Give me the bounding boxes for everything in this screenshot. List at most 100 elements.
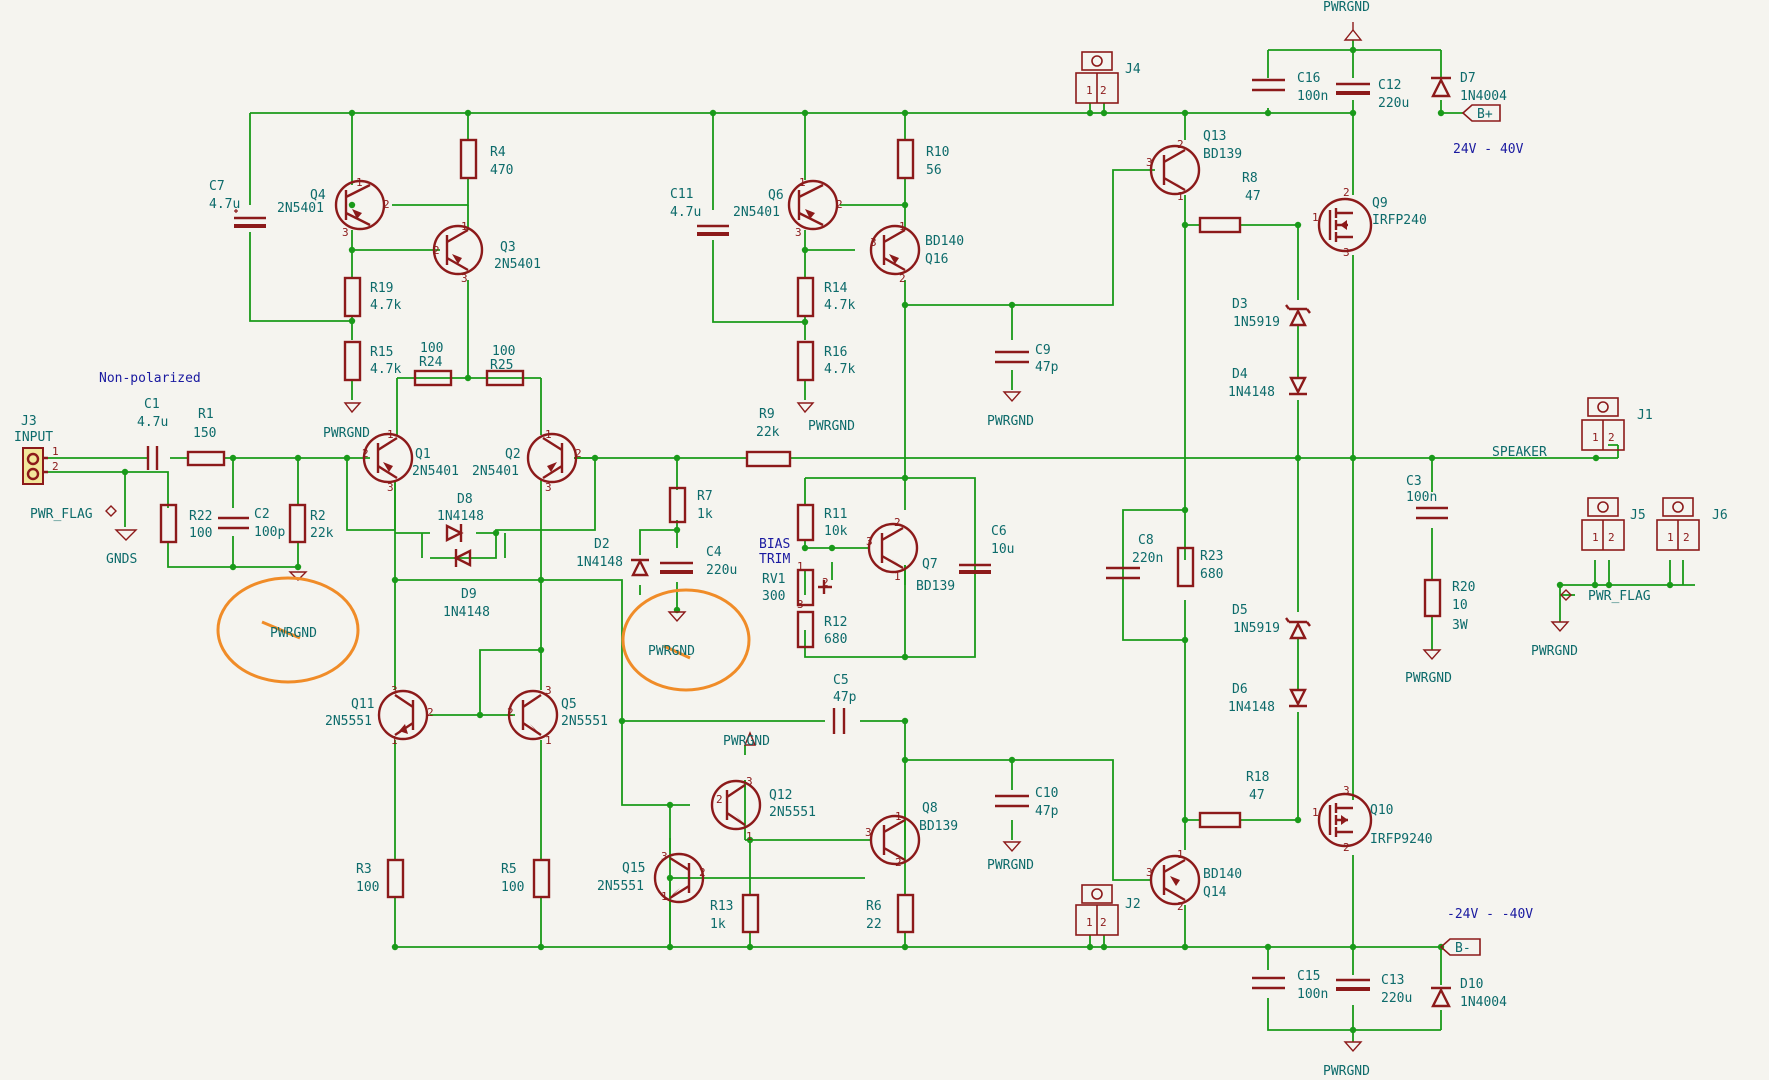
- junction-dots: [121, 46, 1674, 1034]
- svg-text:4.7u: 4.7u: [209, 197, 240, 212]
- svg-text:BD139: BD139: [1203, 147, 1242, 162]
- svg-text:220u: 220u: [1378, 96, 1409, 111]
- svg-text:2N5551: 2N5551: [325, 714, 372, 729]
- svg-text:47p: 47p: [1035, 804, 1059, 819]
- svg-text:R12: R12: [824, 615, 847, 630]
- svg-text:47: 47: [1245, 189, 1261, 204]
- svg-text:1N4148: 1N4148: [443, 605, 490, 620]
- svg-text:3: 3: [661, 850, 668, 863]
- svg-text:C7: C7: [209, 179, 225, 194]
- svg-text:C6: C6: [991, 524, 1007, 539]
- svg-text:2: 2: [1100, 84, 1107, 97]
- svg-text:1: 1: [895, 810, 902, 823]
- svg-text:1: 1: [894, 570, 901, 583]
- svg-text:2: 2: [362, 447, 369, 460]
- svg-text:1: 1: [1086, 916, 1093, 929]
- svg-text:R1: R1: [198, 407, 214, 422]
- svg-text:R14: R14: [824, 281, 848, 296]
- svg-text:2N5551: 2N5551: [561, 714, 608, 729]
- svg-text:3: 3: [461, 272, 468, 285]
- svg-text:10u: 10u: [991, 542, 1014, 557]
- svg-text:1: 1: [799, 176, 806, 189]
- svg-text:22k: 22k: [756, 425, 780, 440]
- svg-text:J4: J4: [1125, 62, 1141, 77]
- svg-text:1: 1: [387, 428, 394, 441]
- svg-text:R25: R25: [490, 358, 513, 373]
- svg-text:J6: J6: [1712, 508, 1728, 523]
- svg-text:Q14: Q14: [1203, 885, 1227, 900]
- svg-text:BD139: BD139: [919, 819, 958, 834]
- j3-label: INPUT: [14, 430, 53, 445]
- svg-text:2: 2: [1177, 138, 1184, 151]
- svg-text:PWRGND: PWRGND: [987, 858, 1034, 873]
- wires: [48, 40, 1695, 1042]
- svg-text:D7: D7: [1460, 71, 1476, 86]
- svg-text:3: 3: [746, 775, 753, 788]
- svg-text:Q9: Q9: [1372, 196, 1388, 211]
- svg-text:300: 300: [762, 589, 785, 604]
- svg-text:Q3: Q3: [500, 240, 516, 255]
- svg-text:PWRGND: PWRGND: [987, 414, 1034, 429]
- svg-text:R16: R16: [824, 345, 847, 360]
- svg-text:D4: D4: [1232, 367, 1248, 382]
- svg-text:2N5551: 2N5551: [597, 879, 644, 894]
- svg-text:Q10: Q10: [1370, 803, 1393, 818]
- svg-text:C3: C3: [1406, 474, 1422, 489]
- svg-text:3: 3: [1146, 866, 1153, 879]
- svg-text:100n: 100n: [1297, 987, 1328, 1002]
- svg-text:1: 1: [746, 830, 753, 843]
- svg-text:3: 3: [1343, 784, 1350, 797]
- svg-text:2: 2: [1343, 186, 1350, 199]
- svg-text:IRFP240: IRFP240: [1372, 213, 1427, 228]
- svg-text:D5: D5: [1232, 603, 1248, 618]
- pin-numbers: 123 123 123 123 321 321 123 132 231 123 …: [342, 84, 1690, 929]
- svg-text:R8: R8: [1242, 171, 1258, 186]
- svg-text:R23: R23: [1200, 549, 1223, 564]
- svg-text:220u: 220u: [706, 563, 737, 578]
- svg-text:1: 1: [1312, 806, 1319, 819]
- svg-text:D6: D6: [1232, 682, 1248, 697]
- svg-text:100: 100: [420, 341, 443, 356]
- svg-text:2: 2: [822, 576, 829, 589]
- svg-text:10k: 10k: [824, 524, 848, 539]
- svg-text:4.7u: 4.7u: [137, 415, 168, 430]
- svg-text:2: 2: [1608, 431, 1615, 444]
- svg-text:2: 2: [575, 447, 582, 460]
- svg-text:Q2: Q2: [505, 447, 521, 462]
- svg-text:BD140: BD140: [1203, 867, 1242, 882]
- annotation-marks: [216, 576, 751, 692]
- svg-text:C4: C4: [706, 545, 722, 560]
- svg-text:J5: J5: [1630, 508, 1646, 523]
- svg-text:D8: D8: [457, 492, 473, 507]
- svg-text:2N5401: 2N5401: [472, 464, 519, 479]
- svg-text:1N4004: 1N4004: [1460, 89, 1507, 104]
- svg-text:2N5401: 2N5401: [733, 205, 780, 220]
- svg-text:Q5: Q5: [561, 697, 577, 712]
- svg-text:Q4: Q4: [310, 188, 326, 203]
- svg-text:100n: 100n: [1406, 490, 1437, 505]
- svg-text:1: 1: [356, 176, 363, 189]
- svg-text:C10: C10: [1035, 786, 1058, 801]
- svg-text:1: 1: [52, 445, 59, 458]
- svg-text:D3: D3: [1232, 297, 1248, 312]
- svg-text:47p: 47p: [1035, 360, 1059, 375]
- svg-text:3: 3: [1343, 246, 1350, 259]
- svg-text:220n: 220n: [1132, 551, 1163, 566]
- svg-text:R5: R5: [501, 862, 517, 877]
- svg-text:BIAS: BIAS: [759, 537, 790, 552]
- svg-text:47p: 47p: [833, 690, 857, 705]
- svg-text:3: 3: [1146, 156, 1153, 169]
- svg-text:2: 2: [383, 198, 390, 211]
- svg-text:R11: R11: [824, 507, 847, 522]
- non-polarized-note: Non-polarized: [99, 371, 201, 386]
- svg-text:2: 2: [1177, 900, 1184, 913]
- svg-text:C2: C2: [254, 507, 270, 522]
- svg-text:R9: R9: [759, 407, 775, 422]
- svg-text:2: 2: [836, 198, 843, 211]
- svg-text:470: 470: [490, 163, 513, 178]
- svg-text:R20: R20: [1452, 580, 1475, 595]
- svg-text:4.7k: 4.7k: [370, 298, 401, 313]
- svg-text:PWRGND: PWRGND: [808, 419, 855, 434]
- svg-text:C16: C16: [1297, 71, 1320, 86]
- svg-text:100: 100: [189, 526, 212, 541]
